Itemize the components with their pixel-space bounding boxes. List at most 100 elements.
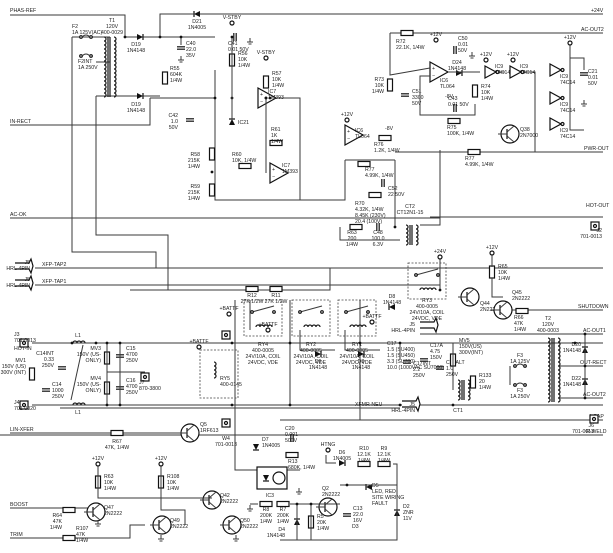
- component-label: Q47: [104, 505, 114, 511]
- supply-terminal: +BATTF: [219, 306, 239, 317]
- svg-text:HTNG: HTNG: [321, 442, 336, 448]
- component-label: 4.99K, 1/4W: [365, 173, 394, 179]
- component-label: C17: [387, 341, 397, 347]
- component-label: L1: [75, 410, 81, 416]
- component-label: F2: [72, 24, 78, 30]
- wire: [339, 227, 400, 241]
- component-label: C51: [412, 89, 422, 95]
- relay-ry5-outline: [199, 349, 239, 399]
- component-label: 50V: [412, 101, 422, 107]
- component-label: 400-0005: [346, 348, 368, 354]
- component-label: 4700: [126, 384, 138, 390]
- component-label: J7: [139, 380, 145, 386]
- component-label: 22.0: [353, 512, 363, 518]
- component-label: 20.4 (100V): [355, 219, 382, 225]
- component-label: 20K: [317, 520, 327, 526]
- component-label: R67: [112, 439, 122, 445]
- junction-dot: [358, 341, 362, 345]
- component-label: 215K: [188, 190, 201, 196]
- net-shutdown: SHUTDOWN: [578, 304, 609, 310]
- component-label: D4: [278, 527, 285, 533]
- component-label: 4.99K, 1/4W: [465, 162, 494, 168]
- component-label: C43: [448, 96, 458, 102]
- svg-text:V-STBY: V-STBY: [223, 15, 242, 21]
- component-label: 2N7000: [520, 133, 538, 139]
- component-label: D9: [315, 359, 322, 365]
- component-label: 74C14: [560, 80, 575, 86]
- component-label: 1.2K, 1/4W: [374, 148, 400, 154]
- inductor-l1a: L1: [72, 333, 86, 344]
- component-label: 12.1K: [377, 452, 391, 458]
- component-label: 701-0013: [215, 442, 237, 448]
- component-label: 1M393: [268, 95, 284, 101]
- component-label: Q44: [480, 301, 490, 307]
- component-label: 150V: [430, 355, 443, 361]
- component-label: 1K: [271, 133, 278, 139]
- component-label: 1A 250V: [78, 65, 98, 71]
- component-label: 47K: [76, 532, 86, 538]
- component-label: 1N4148: [563, 348, 581, 354]
- component-label: D5: [372, 483, 379, 489]
- component-label: 1N4148: [563, 382, 581, 388]
- component-label: D19: [131, 42, 141, 48]
- ground-symbol: [469, 52, 475, 59]
- component-label: 1/4W: [514, 327, 526, 333]
- component-label: 1/4W: [76, 538, 88, 544]
- junction-dot: [179, 35, 183, 39]
- component-label: C50: [458, 36, 468, 42]
- connector-j1t: [221, 330, 231, 340]
- component-label: 1/4W: [346, 242, 358, 248]
- wire: [570, 57, 585, 70]
- net-xfp-tap2: XFP-TAP2: [42, 262, 67, 268]
- component-label: IC6: [355, 128, 363, 134]
- component-label: 74C14: [560, 108, 575, 114]
- svg-text:+12V: +12V: [430, 32, 443, 38]
- component-label: 1RF613: [200, 428, 219, 434]
- component-label: C17INT: [413, 361, 432, 367]
- component-label: D8: [389, 294, 396, 300]
- component-label: 50V: [169, 125, 179, 131]
- component-label: 120V: [542, 322, 555, 328]
- svg-text:V-STBY: V-STBY: [257, 50, 276, 56]
- component-label: L1: [75, 333, 81, 339]
- net-xfmr-neu: XFMR-NEU: [355, 402, 383, 408]
- junction-dot: [583, 396, 587, 400]
- optocoupler-ic3: IC3: [256, 466, 288, 499]
- component-label: TL064: [440, 84, 455, 90]
- wire: [420, 217, 441, 226]
- ground-symbol: [95, 520, 101, 527]
- net-phas-ref: PHAS-REF: [10, 8, 36, 14]
- junction-dot: [230, 403, 234, 407]
- component-label: 100.0: [372, 236, 385, 242]
- svg-text:+: +: [260, 92, 263, 98]
- component-label: 24V/10A, COIL: [410, 310, 445, 316]
- net-hot-out: HOT-OUT: [586, 203, 610, 209]
- junction-dot: [230, 341, 234, 345]
